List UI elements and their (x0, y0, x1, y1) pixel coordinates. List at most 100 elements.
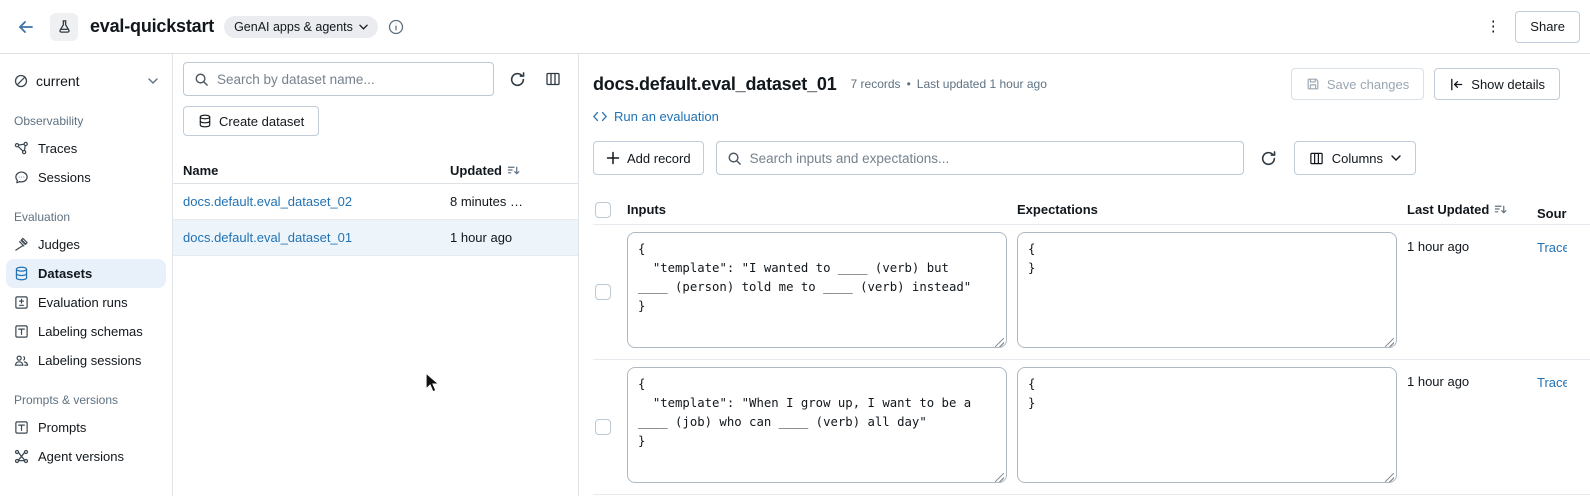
sidebar-item-label: Labeling sessions (38, 353, 142, 368)
dataset-row[interactable]: docs.default.eval_dataset_02 8 minutes a… (173, 184, 578, 220)
sidebar-item-labeling-schemas[interactable]: Labeling schemas (6, 317, 166, 346)
chevron-down-icon (148, 78, 158, 84)
record-row: { "template": "I wanted to ____ (verb) b… (593, 225, 1590, 360)
slash-circle-icon (14, 74, 28, 88)
sidebar-item-label: Datasets (38, 266, 93, 281)
top-bar: eval-quickstart GenAI apps & agents ⋮ Sh… (0, 0, 1590, 54)
kebab-icon: ⋮ (1485, 18, 1501, 35)
database-icon (14, 266, 29, 281)
records-search-box (715, 141, 1244, 175)
column-header-updated[interactable]: Updated (450, 163, 534, 178)
overflow-menu-button[interactable]: ⋮ (1481, 15, 1505, 39)
row-checkbox[interactable] (595, 283, 611, 300)
column-header-source[interactable]: Source (1537, 206, 1567, 221)
sidebar-item-sessions[interactable]: Sessions (6, 163, 166, 192)
sidebar-item-judges[interactable]: Judges (6, 230, 166, 259)
record-count: 7 records (850, 77, 901, 91)
arrow-left-icon (17, 18, 35, 36)
share-button[interactable]: Share (1515, 10, 1580, 43)
records-search-input[interactable] (749, 150, 1233, 166)
columns-toggle-icon[interactable] (540, 66, 566, 92)
plus-icon (606, 151, 620, 165)
record-last-updated: 1 hour ago (1407, 239, 1470, 254)
dataset-link[interactable]: docs.default.eval_dataset_01 (183, 230, 353, 245)
run-evaluation-link[interactable]: Run an evaluation (593, 109, 719, 124)
database-icon (198, 114, 212, 128)
experiment-flask-icon (50, 12, 78, 41)
record-row: { "template": "When I grow up, I want to… (593, 360, 1590, 495)
dataset-table-header: Name Updated (173, 158, 578, 184)
dataset-search-input[interactable] (217, 71, 483, 87)
sidebar-item-traces[interactable]: Traces (6, 134, 166, 163)
record-source-link[interactable]: Trace (1537, 240, 1567, 255)
page-title: eval-quickstart (90, 16, 215, 36)
select-all-checkbox[interactable] (595, 201, 611, 218)
share-button-label: Share (1530, 19, 1565, 34)
sidebar-item-agent-versions[interactable]: Agent versions (6, 442, 166, 471)
add-record-label: Add record (627, 150, 691, 166)
columns-dropdown-button[interactable]: Columns (1293, 141, 1416, 175)
code-icon (593, 111, 607, 122)
inputs-textarea[interactable]: { "template": "I wanted to ____ (verb) b… (627, 232, 1007, 348)
workspace-selector[interactable]: current (0, 66, 172, 96)
chevron-down-icon (1391, 155, 1401, 161)
sidebar-item-label: Judges (38, 237, 80, 252)
network-icon (14, 449, 29, 464)
show-details-button[interactable]: Show details (1434, 68, 1560, 100)
column-header-inputs[interactable]: Inputs (627, 202, 666, 217)
text-box-icon (14, 420, 29, 435)
column-header-updated-label: Updated (450, 163, 502, 178)
sidebar-item-label: Sessions (38, 170, 91, 185)
users-icon (14, 353, 29, 368)
column-header-last-updated[interactable]: Last Updated (1407, 202, 1537, 217)
context-badge-dropdown[interactable]: GenAI apps & agents (224, 15, 378, 38)
column-header-name[interactable]: Name (183, 163, 219, 178)
workspace-selector-label: current (36, 73, 80, 89)
refresh-button[interactable] (504, 66, 530, 92)
refresh-button[interactable] (1256, 145, 1282, 171)
sidebar-item-labeling-sessions[interactable]: Labeling sessions (6, 346, 166, 375)
row-checkbox[interactable] (595, 418, 611, 435)
show-details-label: Show details (1471, 76, 1545, 92)
columns-label: Columns (1331, 150, 1383, 166)
column-header-expectations[interactable]: Expectations (1017, 202, 1098, 217)
inputs-textarea[interactable]: { "template": "When I grow up, I want to… (627, 367, 1007, 483)
dataset-table: Name Updated docs.default.eval_dataset_0… (173, 158, 578, 256)
context-badge-label: GenAI apps & agents (234, 19, 353, 34)
column-header-last-updated-label: Last Updated (1407, 202, 1490, 217)
dataset-title: docs.default.eval_dataset_01 (593, 73, 837, 94)
add-record-button[interactable]: Add record (593, 141, 704, 175)
dataset-link[interactable]: docs.default.eval_dataset_02 (183, 194, 353, 209)
sidebar-item-datasets[interactable]: Datasets (6, 259, 166, 288)
records-table-header: Inputs Expectations Last Updated Source (593, 195, 1590, 225)
record-source-link[interactable]: Trace (1537, 375, 1567, 390)
section-label-evaluation: Evaluation (14, 210, 71, 224)
dataset-row-selected[interactable]: docs.default.eval_dataset_01 1 hour ago (173, 220, 578, 256)
sidebar-item-evaluation-runs[interactable]: Evaluation runs (6, 288, 166, 317)
text-box-icon (14, 324, 29, 339)
sidebar-item-prompts[interactable]: Prompts (6, 413, 166, 442)
traces-icon (14, 141, 29, 156)
section-label-observability: Observability (14, 114, 84, 128)
sidebar-item-label: Traces (38, 141, 78, 156)
dataset-updated: 1 hour ago (450, 230, 513, 245)
expectations-textarea[interactable]: { } (1017, 367, 1397, 483)
sort-descending-icon (1494, 203, 1507, 216)
gavel-icon (14, 237, 29, 252)
info-icon[interactable] (388, 19, 404, 35)
create-dataset-button[interactable]: Create dataset (183, 106, 320, 136)
panel-collapse-left-icon (1449, 77, 1464, 92)
last-updated-meta: Last updated 1 hour ago (916, 77, 1047, 91)
save-changes-label: Save changes (1326, 76, 1410, 92)
dataset-detail-panel: docs.default.eval_dataset_01 7 records •… (579, 54, 1590, 496)
record-last-updated: 1 hour ago (1407, 374, 1470, 389)
expectations-textarea[interactable]: { } (1017, 232, 1397, 348)
sidebar-item-label: Labeling schemas (38, 324, 143, 339)
create-dataset-label: Create dataset (219, 113, 305, 129)
dataset-meta: 7 records • Last updated 1 hour ago (851, 77, 1047, 91)
meta-divider: • (906, 77, 911, 91)
section-label-prompts-versions: Prompts & versions (14, 393, 119, 407)
dataset-list-panel: Create dataset Name Updated docs.default… (173, 54, 579, 496)
save-changes-button[interactable]: Save changes (1290, 68, 1425, 100)
back-button[interactable] (12, 13, 40, 41)
